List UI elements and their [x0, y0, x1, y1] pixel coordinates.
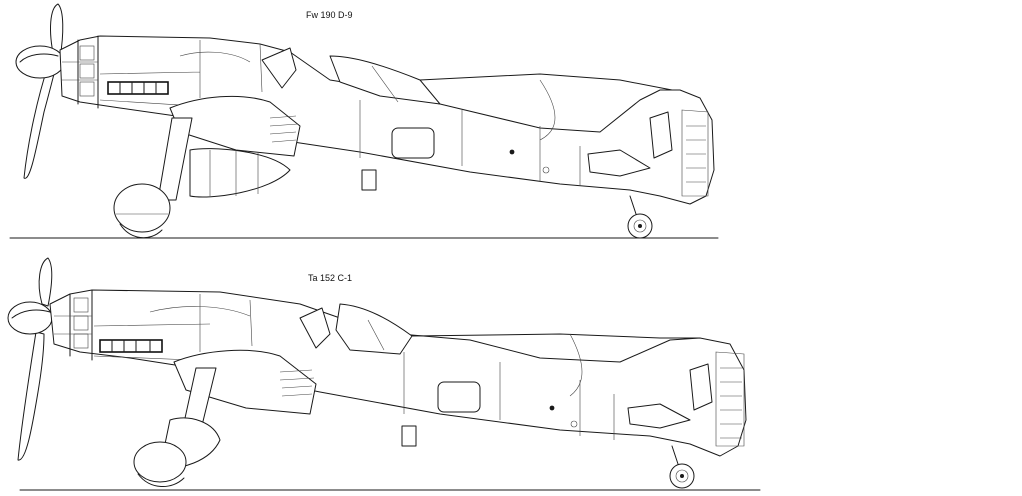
tail-wheel-2 — [669, 445, 695, 489]
main-gear-2 — [133, 367, 221, 487]
canopy-1 — [261, 47, 441, 105]
access-hatch-2 — [437, 381, 481, 413]
fuselage-2 — [49, 289, 747, 457]
aircraft-2-drawing — [7, 257, 761, 491]
tailplane-2 — [627, 403, 691, 429]
exhaust-stacks-2 — [99, 339, 163, 353]
canopy-2 — [299, 303, 413, 355]
access-hatch-1 — [391, 127, 435, 159]
wing-1 — [169, 95, 301, 157]
wing-2 — [173, 349, 317, 415]
step-1 — [361, 169, 377, 191]
aircraft-1-drawing — [9, 3, 719, 239]
tailplane-1 — [587, 149, 651, 177]
fuselage-1 — [59, 35, 715, 205]
tail-wheel-1 — [627, 195, 653, 239]
propeller-1 — [15, 3, 65, 179]
aircraft-1-title: Fw 190 D-9 — [306, 10, 353, 20]
drop-tank-1 — [189, 148, 291, 198]
exhaust-stacks-1 — [107, 81, 169, 95]
propeller-2 — [7, 257, 53, 461]
main-gear-1 — [113, 117, 193, 239]
aircraft-2-title: Ta 152 C-1 — [308, 273, 353, 283]
step-2 — [401, 425, 417, 447]
